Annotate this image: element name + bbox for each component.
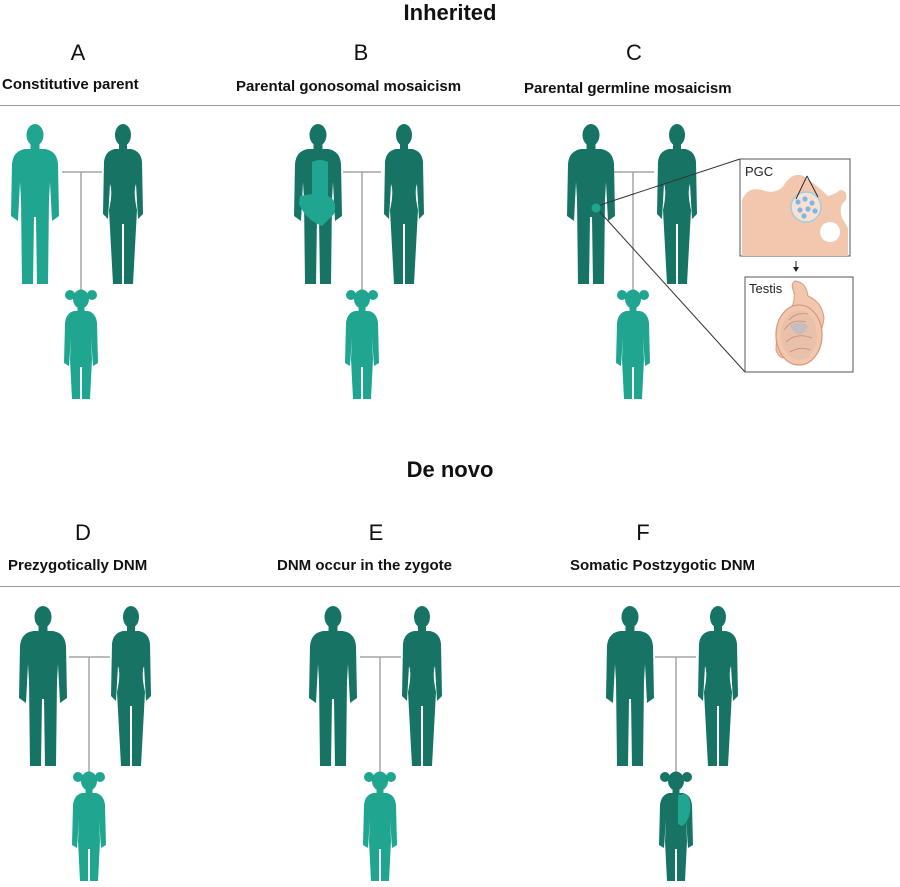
panel-d-lines xyxy=(69,656,110,774)
panel-f-pedigree xyxy=(606,606,738,881)
panel-c-letter: C xyxy=(626,40,642,65)
panel-b-mosaic-patch xyxy=(299,160,336,226)
panel-b-lines xyxy=(343,171,381,292)
panel-a-caption: Constitutive parent xyxy=(2,76,139,93)
panel-c-zoom-lines xyxy=(599,158,746,373)
panel-d-letter: D xyxy=(75,520,91,545)
panel-c-daughter xyxy=(616,289,650,399)
panel-d-father xyxy=(19,606,67,766)
panel-e-daughter xyxy=(363,771,397,881)
panel-a-daughter xyxy=(64,289,98,399)
panel-f-lines xyxy=(655,656,696,774)
panel-a-lines xyxy=(62,171,102,292)
panel-d-caption: Prezygotically DNM xyxy=(8,557,148,574)
panel-a-father xyxy=(11,124,59,284)
denovo-divider xyxy=(0,586,900,587)
panel-b-caption: Parental gonosomal mosaicism xyxy=(236,78,462,95)
inherited-title: Inherited xyxy=(403,0,497,25)
denovo-title: De novo xyxy=(406,457,494,482)
panel-f-mother xyxy=(698,606,738,766)
panel-b-pedigree xyxy=(294,124,424,399)
testis-label: Testis xyxy=(749,281,783,296)
panel-e-pedigree xyxy=(309,606,442,881)
panel-e-letter: E xyxy=(368,520,384,545)
panel-b-letter: B xyxy=(353,40,369,65)
panel-f-caption: Somatic Postzygotic DNM xyxy=(570,557,756,574)
panel-a-mother xyxy=(103,124,143,284)
panel-f-somatic-patch xyxy=(678,794,691,826)
panel-d-mother xyxy=(111,606,151,766)
inherited-divider xyxy=(0,105,900,106)
panel-c-lines xyxy=(613,171,654,292)
panel-e-father xyxy=(309,606,357,766)
panel-d-daughter xyxy=(72,771,106,881)
panel-e-lines xyxy=(360,656,401,774)
panel-c-caption: Parental germline mosaicism xyxy=(524,80,732,97)
panel-e-caption: DNM occur in the zygote xyxy=(277,557,453,574)
panel-f-father xyxy=(606,606,654,766)
panel-c-germline-spot xyxy=(591,203,601,213)
panel-a-pedigree xyxy=(11,124,143,399)
inset-arrow xyxy=(793,261,799,272)
panel-e-mother xyxy=(402,606,442,766)
panel-f-letter: F xyxy=(636,520,650,545)
panel-c-pedigree: PGC Testis xyxy=(567,124,854,399)
testis-inset xyxy=(744,276,854,373)
panel-c-mother xyxy=(657,124,697,284)
pgc-label: PGC xyxy=(745,164,773,179)
panel-b-mother xyxy=(384,124,424,284)
panel-a-letter: A xyxy=(70,40,86,65)
panel-d-pedigree xyxy=(19,606,151,881)
panel-c-father xyxy=(567,124,615,284)
pgc-inset xyxy=(739,158,851,257)
panel-b-daughter xyxy=(345,289,379,399)
panel-f-daughter xyxy=(659,771,693,881)
